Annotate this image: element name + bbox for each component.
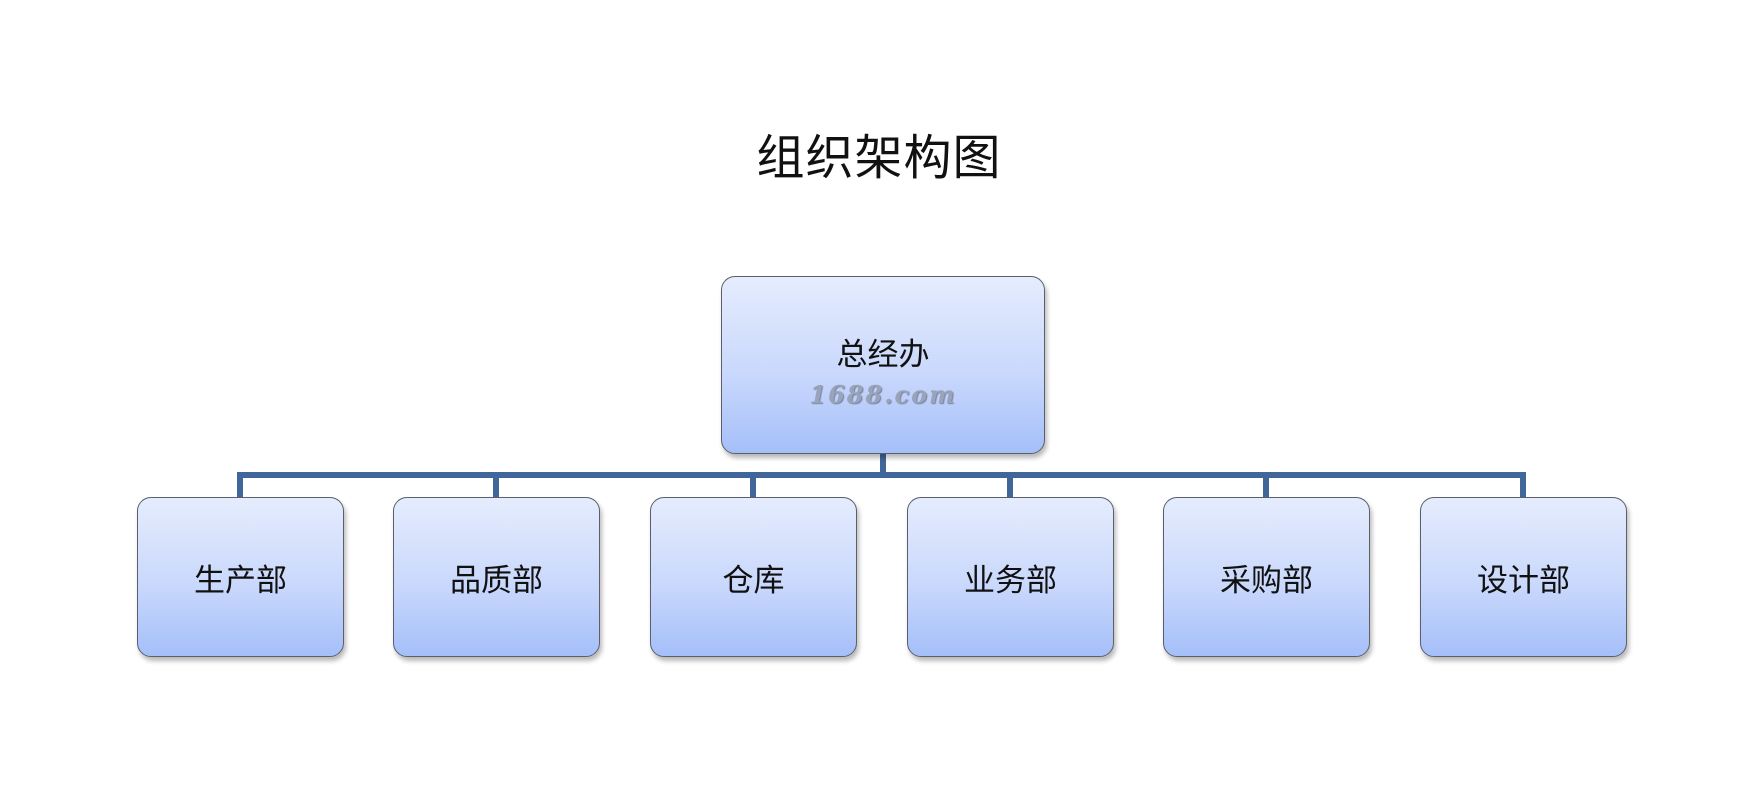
department-label: 生产部 bbox=[194, 562, 287, 599]
department-node-purchasing: 采购部 bbox=[1163, 497, 1370, 657]
department-label: 业务部 bbox=[964, 562, 1057, 599]
watermark-text: 1688.com bbox=[809, 380, 957, 409]
department-label: 品质部 bbox=[450, 562, 543, 599]
diagram-title: 组织架构图 bbox=[756, 130, 1002, 186]
root-node-label: 总经办 bbox=[836, 337, 930, 373]
department-node-warehouse: 仓库 bbox=[650, 497, 857, 657]
department-label: 仓库 bbox=[722, 562, 785, 599]
department-node-production: 生产部 bbox=[137, 497, 344, 657]
department-label: 采购部 bbox=[1220, 562, 1313, 599]
root-node-general-office: 总经办 1688.com bbox=[721, 276, 1045, 454]
department-node-business: 业务部 bbox=[907, 497, 1114, 657]
department-node-design: 设计部 bbox=[1420, 497, 1627, 657]
department-node-quality: 品质部 bbox=[393, 497, 600, 657]
department-label: 设计部 bbox=[1477, 562, 1570, 599]
